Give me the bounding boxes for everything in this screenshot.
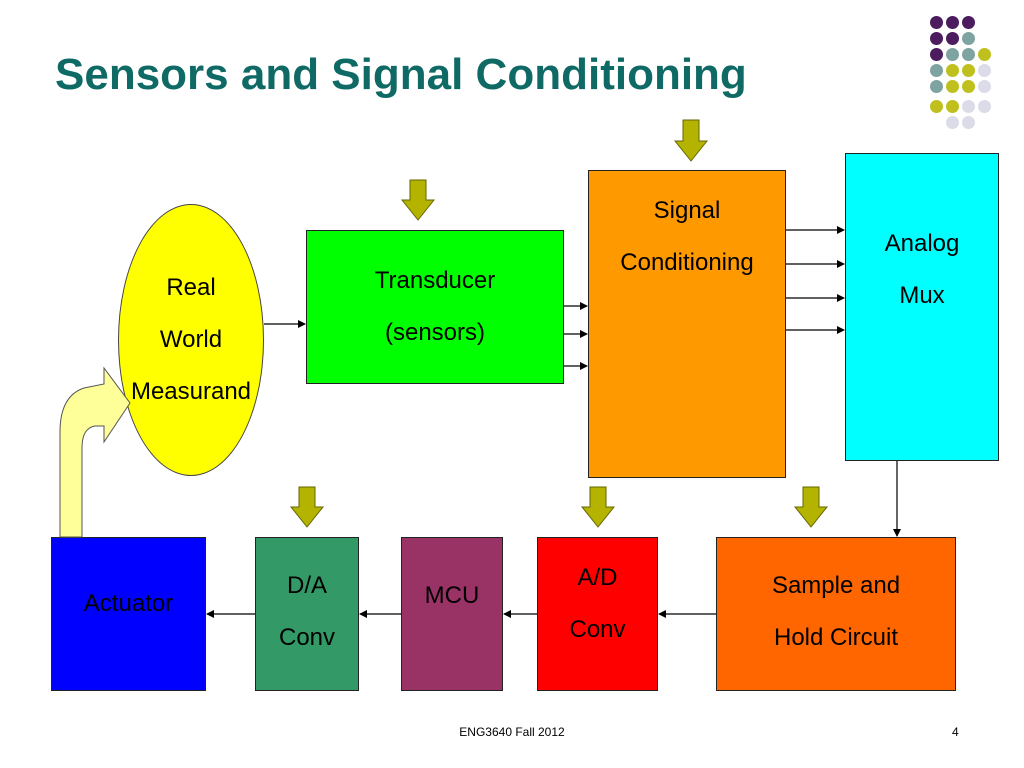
transducer-block: Transducer (sensors)	[306, 230, 564, 384]
mcu-label: MCU	[424, 582, 480, 609]
ad-conv-label-line2: Conv	[569, 616, 626, 643]
mcu-block: MCU	[401, 537, 503, 691]
da-conv-label-line2: Conv	[278, 624, 336, 651]
sample-hold-label-line2: Hold Circuit	[773, 624, 899, 651]
transducer-label-line2: (sensors)	[384, 319, 486, 346]
signal-conditioning-label-line2: Conditioning	[620, 249, 754, 276]
analog-mux-block: Analog Mux	[845, 153, 999, 461]
real-world-measurand-node: Real World Measurand	[118, 204, 264, 476]
input-arrow-da-conv	[289, 486, 325, 528]
sample-hold-block: Sample and Hold Circuit	[716, 537, 956, 691]
real-world-label-line1: Real	[166, 274, 216, 301]
signal-conditioning-label-line1: Signal	[653, 197, 721, 224]
footer-text: ENG3640 Fall 2012	[459, 725, 565, 739]
real-world-label-line2: World	[159, 326, 223, 353]
input-arrow-transducer	[400, 179, 436, 221]
real-world-label-line3: Measurand	[130, 378, 252, 405]
transducer-label-line1: Transducer	[374, 267, 496, 294]
slide-title: Sensors and Signal Conditioning	[55, 50, 747, 99]
ad-conv-label-line1: A/D	[577, 564, 618, 591]
analog-mux-label-line1: Analog	[884, 230, 960, 257]
input-arrow-ad-conv	[580, 486, 616, 528]
feedback-arrow-actuator-to-measurand	[59, 366, 131, 538]
ad-conv-block: A/D Conv	[537, 537, 658, 691]
sample-hold-label-line1: Sample and	[771, 572, 901, 599]
da-conv-block: D/A Conv	[255, 537, 359, 691]
input-arrow-sample-hold	[793, 486, 829, 528]
analog-mux-label-line2: Mux	[899, 282, 945, 309]
input-arrow-signal-conditioning	[673, 119, 709, 162]
actuator-label: Actuator	[83, 590, 174, 617]
da-conv-label-line1: D/A	[286, 572, 327, 599]
actuator-block: Actuator	[51, 537, 206, 691]
signal-conditioning-block: Signal Conditioning	[588, 170, 786, 478]
page-number: 4	[952, 725, 959, 739]
